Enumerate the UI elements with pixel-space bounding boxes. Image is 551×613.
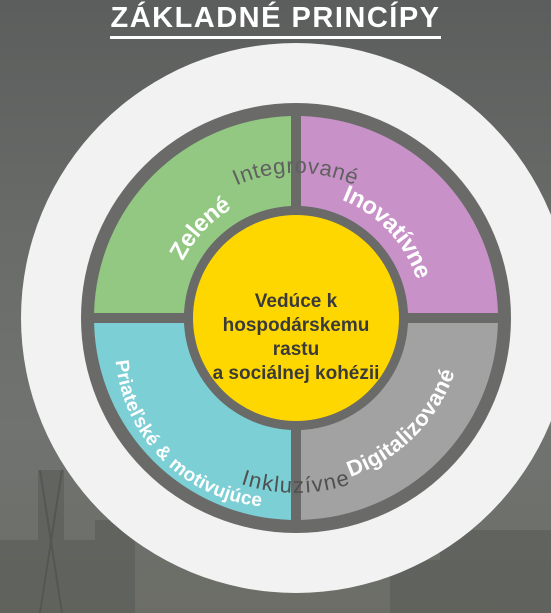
center-line-2: hospodárskemu (223, 315, 370, 336)
center-line-1: Vedúce k (255, 291, 338, 312)
center-line-4: a sociálnej kohézii (213, 363, 380, 384)
diagram-title: ZÁKLADNÉ PRINCÍPY (0, 2, 551, 39)
center-line-3: rastu (273, 339, 319, 360)
quadrant-zelene (94, 116, 291, 313)
quadrant-priatelske (94, 323, 291, 520)
quadrant-inovativne (301, 116, 498, 313)
center-text: Vedúce k hospodárskemu rastu a sociálnej… (213, 291, 380, 384)
center-circle (193, 215, 399, 421)
quadrant-digitalizovane (301, 323, 498, 520)
diagram-title-text: ZÁKLADNÉ PRINCÍPY (110, 2, 441, 39)
